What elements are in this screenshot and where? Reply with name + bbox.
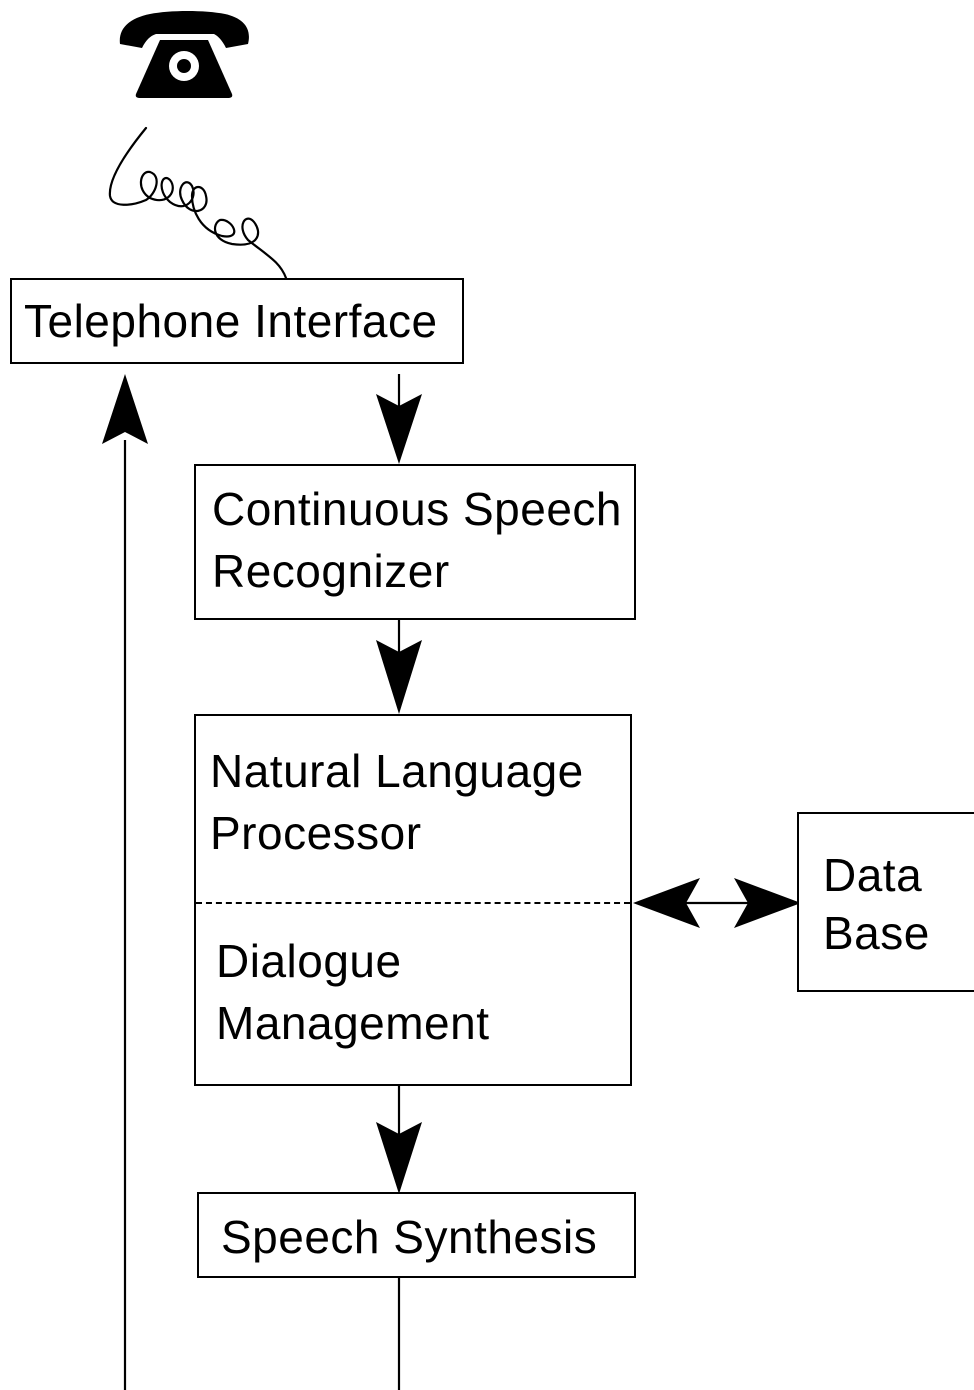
speech-recognizer-box: Continuous Speech Recognizer	[194, 464, 636, 620]
arrow-to-telephone-interface	[102, 374, 148, 444]
nl-processor-label-line2: Processor	[210, 807, 422, 859]
telephone-interface-label: Telephone Interface	[24, 295, 438, 347]
section-divider	[196, 902, 630, 904]
speech-recognizer-label-line2: Recognizer	[212, 545, 450, 597]
speech-recognizer-label-line1: Continuous Speech	[212, 483, 623, 535]
nlp-dialogue-box: Natural Language Processor Dialogue Mana…	[194, 714, 632, 1086]
telephone-icon	[119, 11, 249, 98]
telephone-interface-box: Telephone Interface	[10, 278, 464, 364]
nl-processor-label-line1: Natural Language	[210, 745, 584, 797]
speech-synthesis-box: Speech Synthesis	[197, 1192, 636, 1278]
dialogue-management-label-line1: Dialogue	[216, 935, 402, 987]
dialogue-management-label-line2: Management	[216, 997, 490, 1049]
arrow-to-speech-synthesis	[376, 1122, 422, 1194]
database-box: Data Base	[797, 812, 974, 992]
speech-synthesis-label: Speech Synthesis	[221, 1211, 598, 1263]
database-label-line2: Base	[823, 907, 930, 959]
arrow-to-database	[734, 878, 801, 928]
arrow-to-nl-processor	[376, 640, 422, 714]
phone-cord-icon	[108, 126, 288, 280]
database-label-line1: Data	[823, 849, 923, 901]
arrow-to-dialogue-box	[633, 878, 700, 928]
arrow-to-speech-recognizer	[376, 394, 422, 464]
